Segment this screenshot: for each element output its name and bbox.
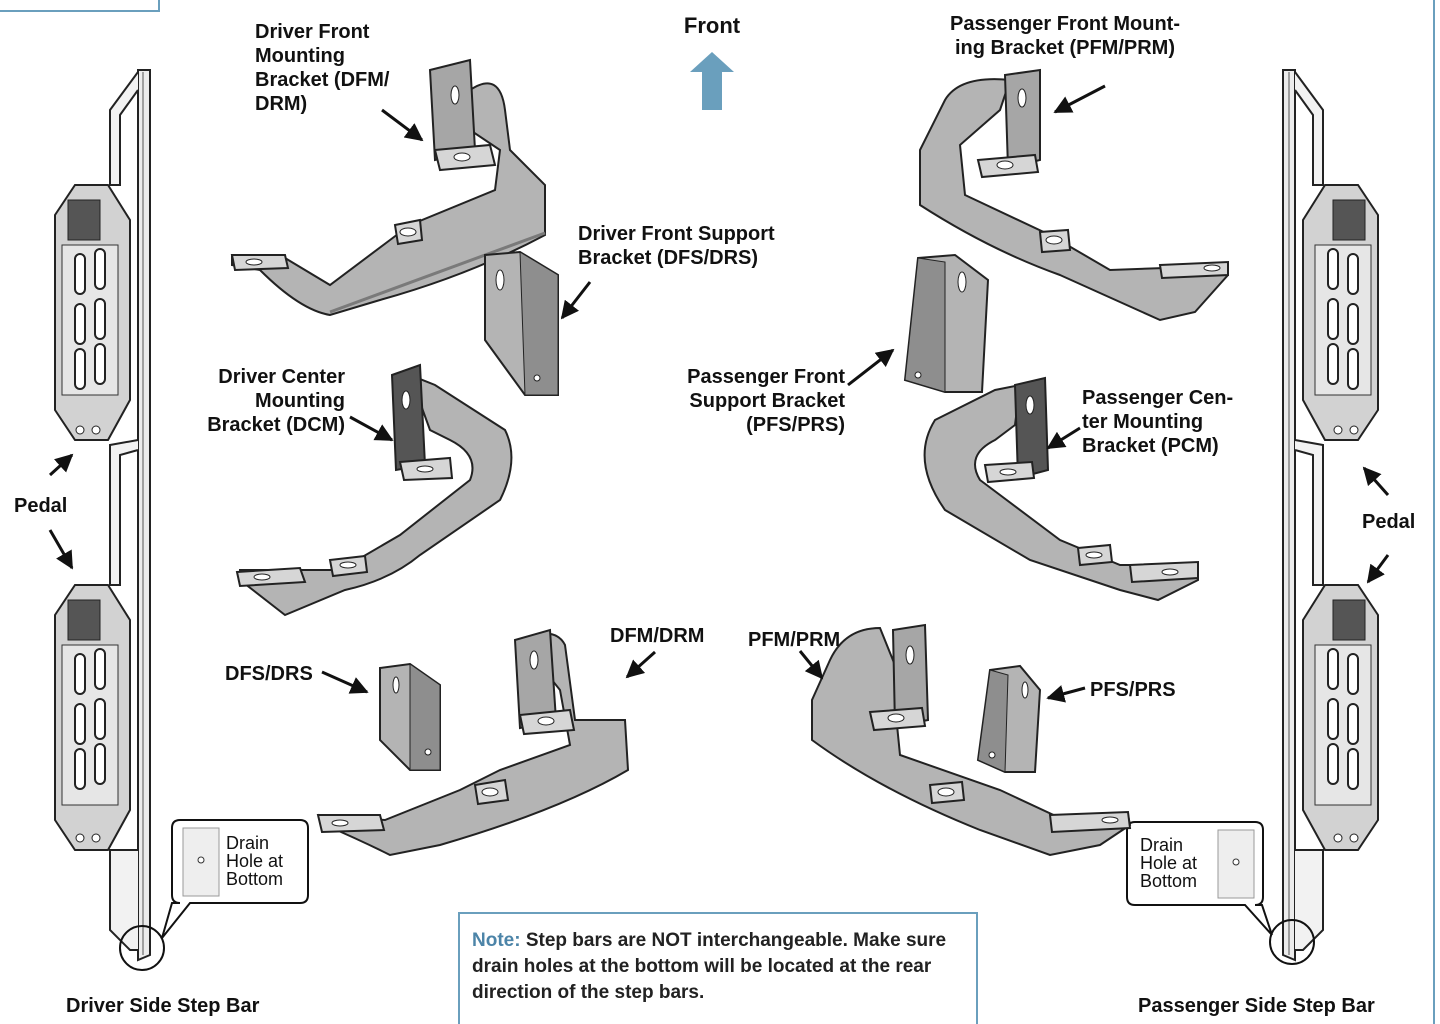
- dfm-label: Driver Front Mounting Bracket (DFM/ DRM): [255, 21, 390, 115]
- driver-center-mounting-bracket: [235, 363, 513, 617]
- pfm-label: Passenger Front Mount- ing Bracket (PFM/…: [949, 13, 1180, 59]
- leader-arrows: [48, 84, 1390, 703]
- passenger-rear-mounting-bracket: [811, 623, 1132, 857]
- passenger-drain-circle: [1269, 919, 1315, 965]
- pcm-label: Passenger Cen- ter Mounting Bracket (PCM…: [1082, 387, 1234, 457]
- right-frame-line: [1433, 0, 1435, 1024]
- passenger-pedal-top: [1302, 184, 1379, 441]
- pedal-right-label: Pedal: [1362, 511, 1416, 533]
- dfs-label: Driver Front Support Bracket (DFS/DRS): [578, 223, 775, 269]
- passenger-center-mounting-bracket: [923, 376, 1199, 602]
- passenger-front-mounting-bracket: [919, 68, 1229, 322]
- drain-right-label: Drain Hole at Bottom: [1140, 835, 1198, 891]
- driver-bar-label: Driver Side Step Bar: [66, 995, 260, 1017]
- note-box: Note: Step bars are NOT interchangeable.…: [458, 912, 978, 1024]
- pfm-prm-label: PFM/PRM: [748, 629, 841, 651]
- driver-rear-mounting-bracket: [316, 628, 630, 857]
- driver-drain-circle: [119, 925, 165, 971]
- pfs-prs-label: PFS/PRS: [1090, 679, 1176, 701]
- pedal-left-label: Pedal: [14, 495, 68, 517]
- passenger-rear-support-bracket: [976, 664, 1042, 773]
- passenger-step-bar: [1126, 69, 1379, 965]
- corner-frame: [0, 0, 160, 12]
- driver-rear-support-bracket: [379, 662, 441, 771]
- driver-pedal-bottom: [54, 584, 131, 851]
- driver-front-mounting-bracket: [230, 58, 546, 317]
- driver-front-support-bracket: [484, 250, 559, 396]
- driver-pedal-top: [54, 184, 131, 441]
- pfs-label: Passenger Front Support Bracket (PFS/PRS…: [687, 366, 845, 436]
- front-arrow-icon: [690, 52, 734, 110]
- dcm-label: Driver Center Mounting Bracket (DCM): [207, 366, 345, 436]
- drain-left-label: Drain Hole at Bottom: [226, 833, 284, 889]
- dfs-drs-label: DFS/DRS: [225, 663, 313, 685]
- dfm-drm-label: DFM/DRM: [610, 625, 705, 647]
- driver-step-bar: [54, 69, 309, 971]
- passenger-pedal-bottom: [1302, 584, 1379, 851]
- note-prefix: Note:: [472, 930, 521, 951]
- note-text: Step bars are NOT interchangeable. Make …: [472, 930, 947, 1003]
- passenger-front-support-bracket: [903, 253, 990, 393]
- front-label: Front: [683, 13, 741, 38]
- passenger-bar-label: Passenger Side Step Bar: [1138, 995, 1375, 1017]
